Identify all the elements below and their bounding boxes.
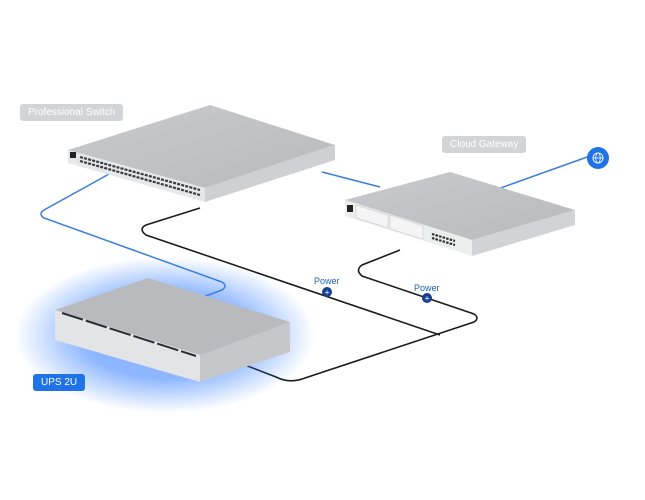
power-label-1: Power	[314, 276, 340, 286]
power-label-2: Power	[414, 283, 440, 293]
link-gateway-internet	[494, 155, 591, 191]
power-link-switch	[141, 207, 441, 336]
power-link-gateway	[244, 249, 478, 382]
power-connector-dot	[322, 287, 332, 297]
svg-text:+: +	[324, 289, 330, 297]
gateway-label: Cloud Gateway	[442, 136, 527, 153]
svg-text:+: +	[424, 295, 430, 303]
ups-label: UPS 2U	[33, 374, 86, 391]
professional-switch-device	[68, 105, 335, 202]
power-connector-dot	[422, 293, 432, 303]
switch-label: Professional Switch	[20, 104, 124, 121]
ups-2u-device	[55, 278, 290, 382]
link-switch-gateway	[321, 171, 381, 188]
globe-icon[interactable]	[587, 147, 609, 169]
cloud-gateway-device	[345, 172, 575, 256]
